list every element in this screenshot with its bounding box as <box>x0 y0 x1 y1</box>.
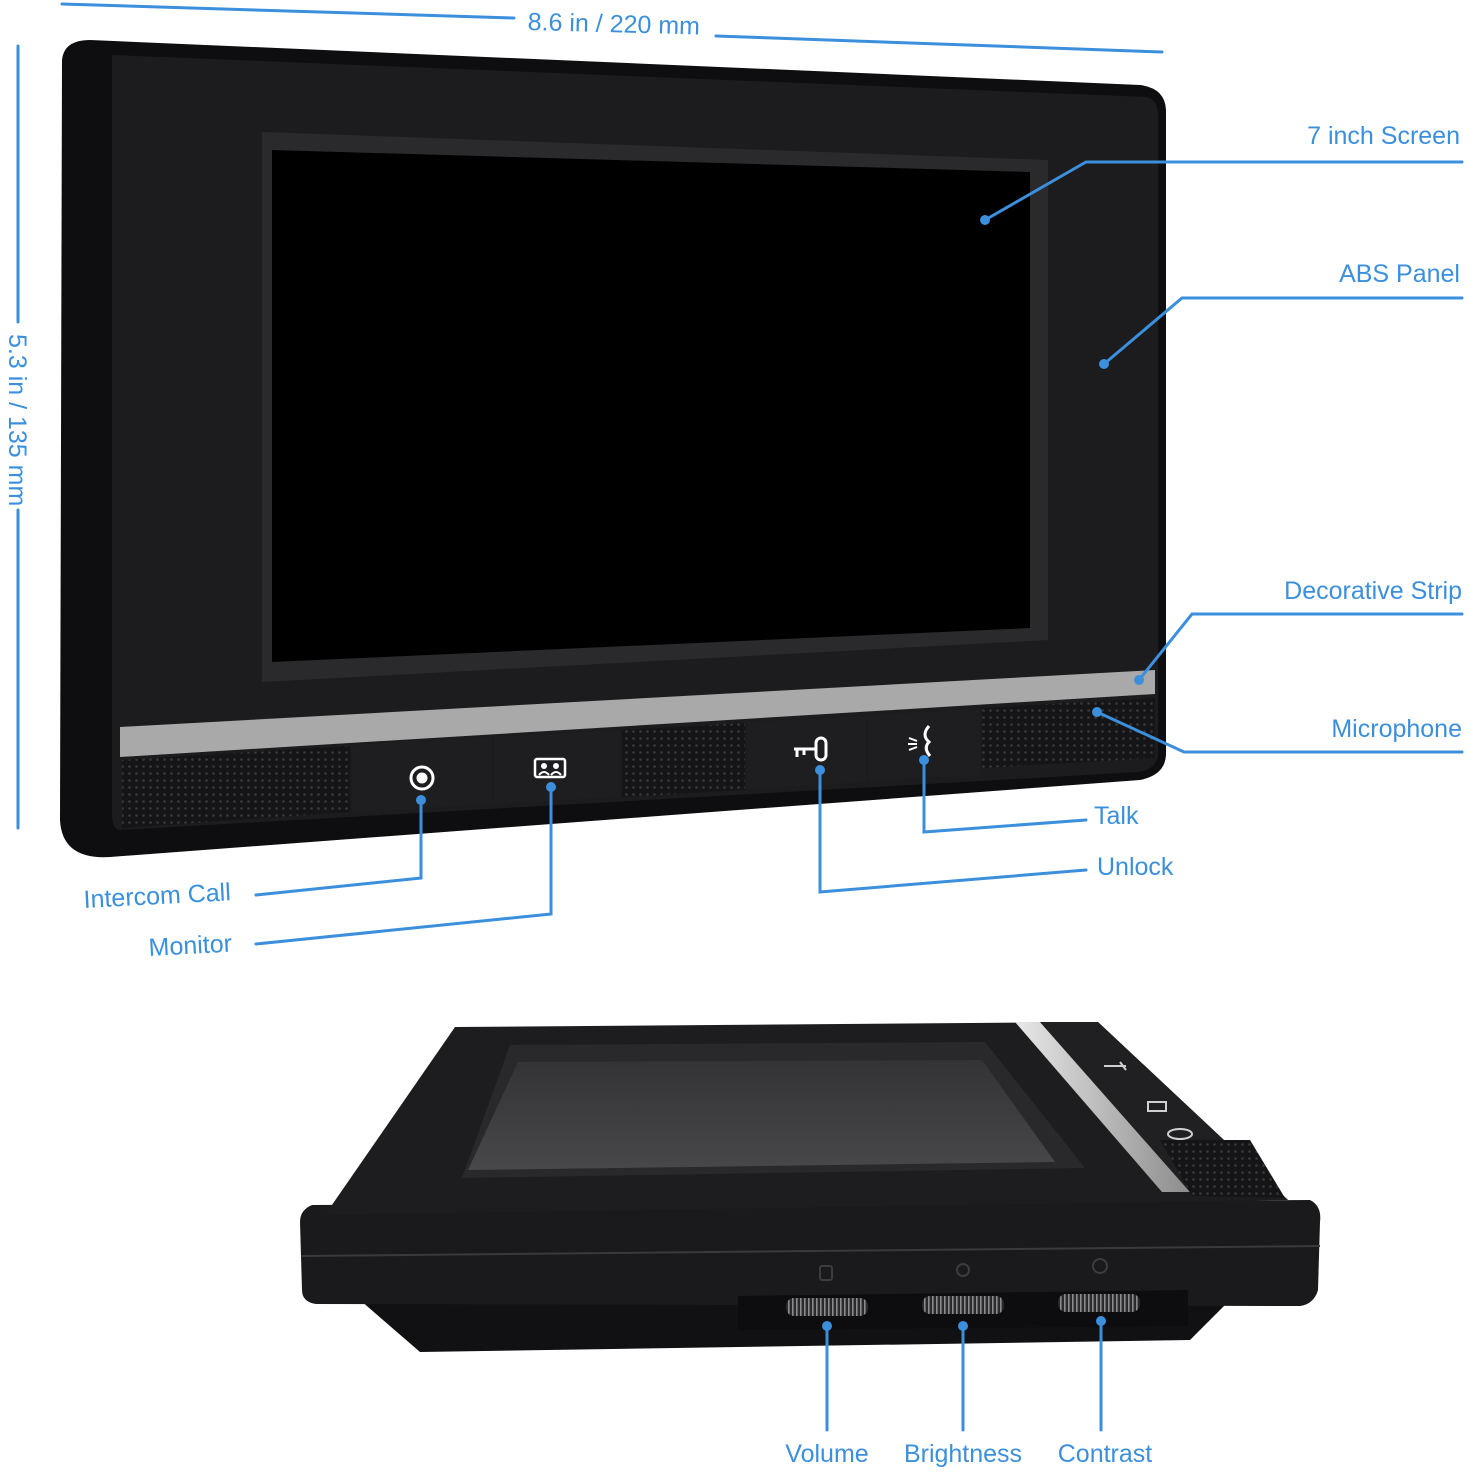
talk-icon <box>908 725 932 757</box>
leader-strip <box>1137 612 1464 682</box>
lower-ring-button-icon <box>1167 1128 1193 1140</box>
dot-screen <box>980 215 990 225</box>
volume-wheel[interactable] <box>786 1298 868 1316</box>
lower-monitor-icon <box>1147 1101 1167 1112</box>
dot-intercom-call <box>416 795 426 805</box>
monitor-icon <box>533 757 567 779</box>
lower-screen <box>468 1060 1055 1170</box>
contrast-icon <box>1092 1258 1108 1274</box>
lower-body <box>300 1200 1321 1306</box>
front-view-device <box>60 40 1166 858</box>
leader-unlock <box>818 768 1088 894</box>
label-microphone: Microphone <box>1331 715 1462 743</box>
grille-center <box>622 723 745 797</box>
label-7-inch-screen: 7 inch Screen <box>1307 122 1460 150</box>
lower-key-icon <box>1104 1061 1127 1071</box>
brightness-icon <box>956 1263 970 1277</box>
dot-monitor <box>546 782 556 792</box>
dot-microphone <box>1092 707 1102 717</box>
button-unlock[interactable] <box>747 716 866 789</box>
annotation-lines <box>16 2 1464 1432</box>
label-talk: Talk <box>1094 802 1139 830</box>
label-volume: Volume <box>785 1440 869 1468</box>
dot-volume <box>822 1321 832 1331</box>
volume-icon <box>819 1265 833 1281</box>
ring-button-icon <box>409 765 435 791</box>
annotation-dots <box>416 215 1144 1331</box>
lcd-screen <box>272 150 1030 662</box>
decorative-strip <box>120 670 1155 757</box>
dot-contrast <box>1096 1316 1106 1326</box>
lower-front-edge-line <box>301 1245 1321 1257</box>
leader-microphone <box>1095 710 1464 754</box>
leader-intercom-call <box>254 798 423 897</box>
dot-panel <box>1099 359 1109 369</box>
leader-panel <box>1102 296 1464 366</box>
grille-left <box>122 746 350 828</box>
leader-monitor <box>254 785 553 946</box>
label-unlock: Unlock <box>1097 853 1174 881</box>
lower-grille <box>1160 1140 1285 1198</box>
brightness-wheel[interactable] <box>922 1296 1004 1314</box>
dot-strip <box>1134 675 1144 685</box>
label-contrast: Contrast <box>1057 1440 1153 1468</box>
lower-decorative-strip <box>1015 1022 1190 1192</box>
microphone-grille <box>982 698 1155 768</box>
height-dimension-label: 5.3 in / 135 mm <box>3 334 31 507</box>
button-talk[interactable] <box>868 709 980 781</box>
label-monitor: Monitor <box>147 929 233 962</box>
label-decorative-strip: Decorative Strip <box>1284 577 1462 605</box>
dot-brightness <box>958 1321 968 1331</box>
width-dimension-line-left <box>60 2 516 20</box>
label-brightness: Brightness <box>903 1440 1023 1468</box>
width-dimension-label: 8.6 in / 220 mm <box>527 8 701 41</box>
width-dimension-line-right <box>714 34 1164 54</box>
side-view-device <box>300 1022 1321 1352</box>
dot-unlock <box>815 765 825 775</box>
contrast-wheel[interactable] <box>1058 1294 1140 1312</box>
key-icon <box>794 736 828 762</box>
leader-screen <box>983 160 1464 222</box>
label-abs-panel: ABS Panel <box>1339 260 1460 288</box>
leader-talk <box>922 758 1088 834</box>
dot-talk <box>919 755 929 765</box>
